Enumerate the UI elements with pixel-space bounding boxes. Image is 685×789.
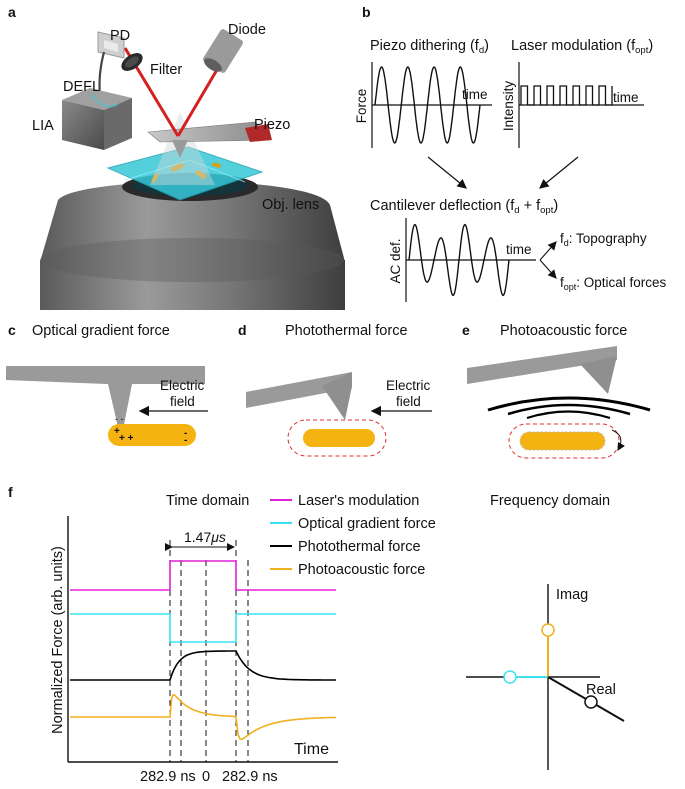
laser-modulation-title: Laser modulation (fopt) [511, 38, 653, 56]
output-optical-forces: fopt: Optical forces [560, 275, 667, 292]
arrow-to-topography [539, 241, 557, 261]
label-filter: Filter [150, 62, 182, 78]
legend-label-1: Optical gradient force [298, 516, 436, 532]
cantilever-c [6, 366, 205, 384]
laser-square-wave [520, 85, 613, 106]
panel-d-title: Photothermal force [285, 323, 408, 339]
trace-photoacoustic [70, 693, 336, 741]
panel-b: Piezo dithering (fd) Laser modulation (f… [354, 38, 667, 302]
phasor-acoustic-point [541, 623, 555, 637]
nanorod-d [303, 429, 375, 447]
panel-f: Time domain Frequency domain Laser's mod… [50, 493, 625, 785]
nanorod-c [108, 424, 196, 446]
svg-text:-: - [184, 435, 187, 446]
field-label-d: Electric [386, 378, 431, 393]
svg-text:-: - [184, 428, 187, 439]
nanorod-1 [170, 163, 184, 172]
deflection-wave [408, 223, 510, 297]
objective-lens-cone [40, 180, 345, 288]
pulse-width-label: 1.47μs [184, 529, 226, 545]
thermal-halo-e [508, 423, 620, 459]
nanorod-4 [212, 162, 221, 168]
tip-charges-c: - - [115, 414, 124, 424]
legend-label-3: Photoacoustic force [298, 562, 425, 578]
legend: Laser's modulation Optical gradient forc… [270, 493, 436, 578]
trace-laser-modulation [70, 560, 336, 591]
arrow-piezo-to-deflection [427, 156, 467, 189]
real-label: Real [586, 682, 616, 698]
svg-text:+ +: + + [119, 433, 134, 444]
trace-photothermal [70, 650, 336, 681]
label-piezo: Piezo [254, 117, 290, 133]
setup-illustration: PD Diode Filter DEFL LIA Piezo Obj. lens [32, 22, 345, 310]
nanorod-e [519, 431, 606, 451]
panel-label-e: e [462, 322, 470, 338]
panel-d: Photothermal force Electric field [246, 323, 432, 457]
label-diode: Diode [228, 22, 266, 38]
piezo-dithering-title: Piezo dithering (fd) [370, 38, 489, 56]
label-pd: PD [110, 28, 130, 44]
defl-cable [98, 51, 106, 96]
cantilever-deflection-title: Cantilever deflection (fd + fopt) [370, 198, 558, 216]
photodiode-icon [97, 31, 125, 59]
phasor-gradient-point [503, 670, 517, 684]
frequency-domain-title: Frequency domain [490, 493, 610, 509]
panel-label-d: d [238, 322, 247, 338]
sample-plate [106, 146, 264, 201]
panel-c: Optical gradient force - - - - - + + + -… [6, 323, 208, 446]
force-axis-label: Force [354, 89, 369, 124]
imag-label: Imag [556, 587, 588, 603]
field-label-c: Electric [160, 378, 205, 393]
laser-beam-in [176, 67, 220, 137]
tick-zero: 0 [202, 769, 210, 785]
tip-c [108, 384, 132, 440]
piezo-block [245, 124, 272, 142]
cantilever-d [246, 372, 352, 408]
tick-left: 282.9 ns [140, 769, 196, 785]
tick-right: 282.9 ns [222, 769, 278, 785]
legend-label-0: Laser's modulation [298, 493, 419, 509]
time-ylabel: Normalized Force (arb. units) [50, 546, 66, 734]
label-defl: DEFL [63, 79, 100, 95]
thermal-halo-d [287, 419, 387, 457]
panel-label-a: a [8, 4, 16, 20]
panel-label-b: b [362, 4, 371, 20]
cantilever-tip [172, 140, 188, 158]
field-label-c2: field [170, 394, 195, 409]
cantilever-e [467, 346, 617, 384]
piezo-time-label: time [462, 87, 488, 102]
field-label-d2: field [396, 394, 421, 409]
panel-label-f: f [8, 484, 13, 500]
panel-e: Photoacoustic force [467, 323, 651, 459]
phasor-thermal-point [584, 695, 598, 709]
nanorod-2 [195, 170, 207, 179]
tip-e [580, 356, 617, 394]
nanorod-3 [151, 173, 159, 183]
piezo-sine-wave [374, 66, 481, 144]
label-obj-lens: Obj. lens [262, 197, 319, 213]
tip-d [322, 372, 352, 420]
acdef-axis-label: AC def. [388, 238, 403, 283]
diode-icon [203, 29, 243, 73]
legend-label-2: Photothermal force [298, 539, 421, 555]
label-lia: LIA [32, 118, 54, 134]
laser-time-label: time [613, 90, 639, 105]
panel-e-title: Photoacoustic force [500, 323, 627, 339]
panel-c-title: Optical gradient force [32, 323, 170, 339]
acdef-time-label: time [506, 242, 532, 257]
panel-label-c: c [8, 322, 16, 338]
intensity-axis-label: Intensity [501, 81, 516, 132]
expansion-arrow-e [611, 429, 625, 451]
arrow-to-optical-forces [539, 259, 557, 279]
time-domain-title: Time domain [166, 493, 249, 509]
arrow-laser-to-deflection [539, 156, 579, 189]
trace-optical-gradient [70, 613, 336, 643]
acoustic-waves-e [487, 396, 651, 420]
output-topography: fd: Topography [560, 231, 647, 248]
time-xlabel: Time [294, 741, 329, 758]
lia-box-icon [62, 88, 132, 150]
svg-text:+: + [114, 426, 120, 437]
